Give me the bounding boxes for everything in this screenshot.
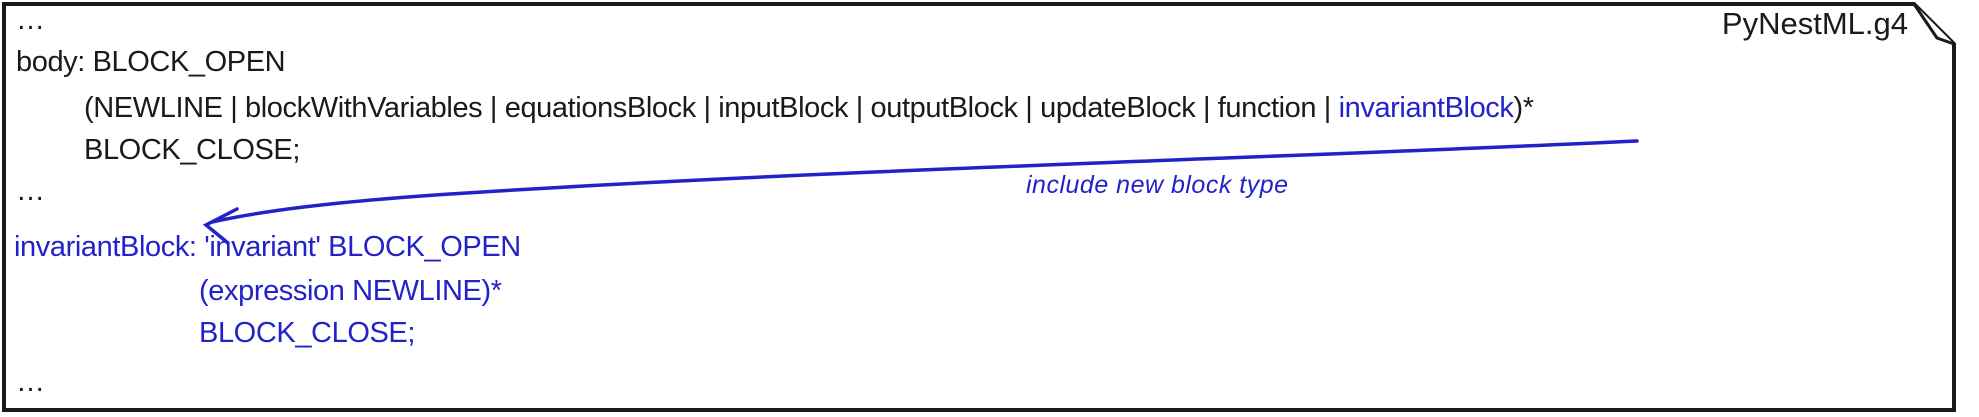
body-rule-close: BLOCK_CLOSE; <box>84 134 301 166</box>
alternatives-post-text: )* <box>1513 92 1535 124</box>
annotation-note: include new block type <box>1026 171 1289 199</box>
alternatives-pre-text: (NEWLINE | blockWithVariables | equation… <box>84 92 1339 124</box>
folded-corner-icon <box>1912 3 1955 46</box>
body-rule-head: body: BLOCK_OPEN <box>16 46 286 78</box>
annotation-arrow-shaft <box>210 139 1639 224</box>
invariant-rule-head: invariantBlock: 'invariant' BLOCK_OPEN <box>14 231 521 263</box>
invariant-rule-close: BLOCK_CLOSE; <box>199 317 416 349</box>
ellipsis-middle: … <box>16 175 45 207</box>
ellipsis-top: … <box>16 4 45 36</box>
ellipsis-bottom: … <box>16 366 45 398</box>
document-border <box>2 2 1956 412</box>
invariant-rule-body: (expression NEWLINE)* <box>199 275 502 307</box>
annotation-arrowhead-icon <box>202 207 239 245</box>
body-rule-alternatives: (NEWLINE | blockWithVariables | equation… <box>84 94 1534 123</box>
alternatives-new-block-ref: invariantBlock <box>1338 92 1514 124</box>
file-name-label: PyNestML.g4 <box>1721 6 1908 41</box>
